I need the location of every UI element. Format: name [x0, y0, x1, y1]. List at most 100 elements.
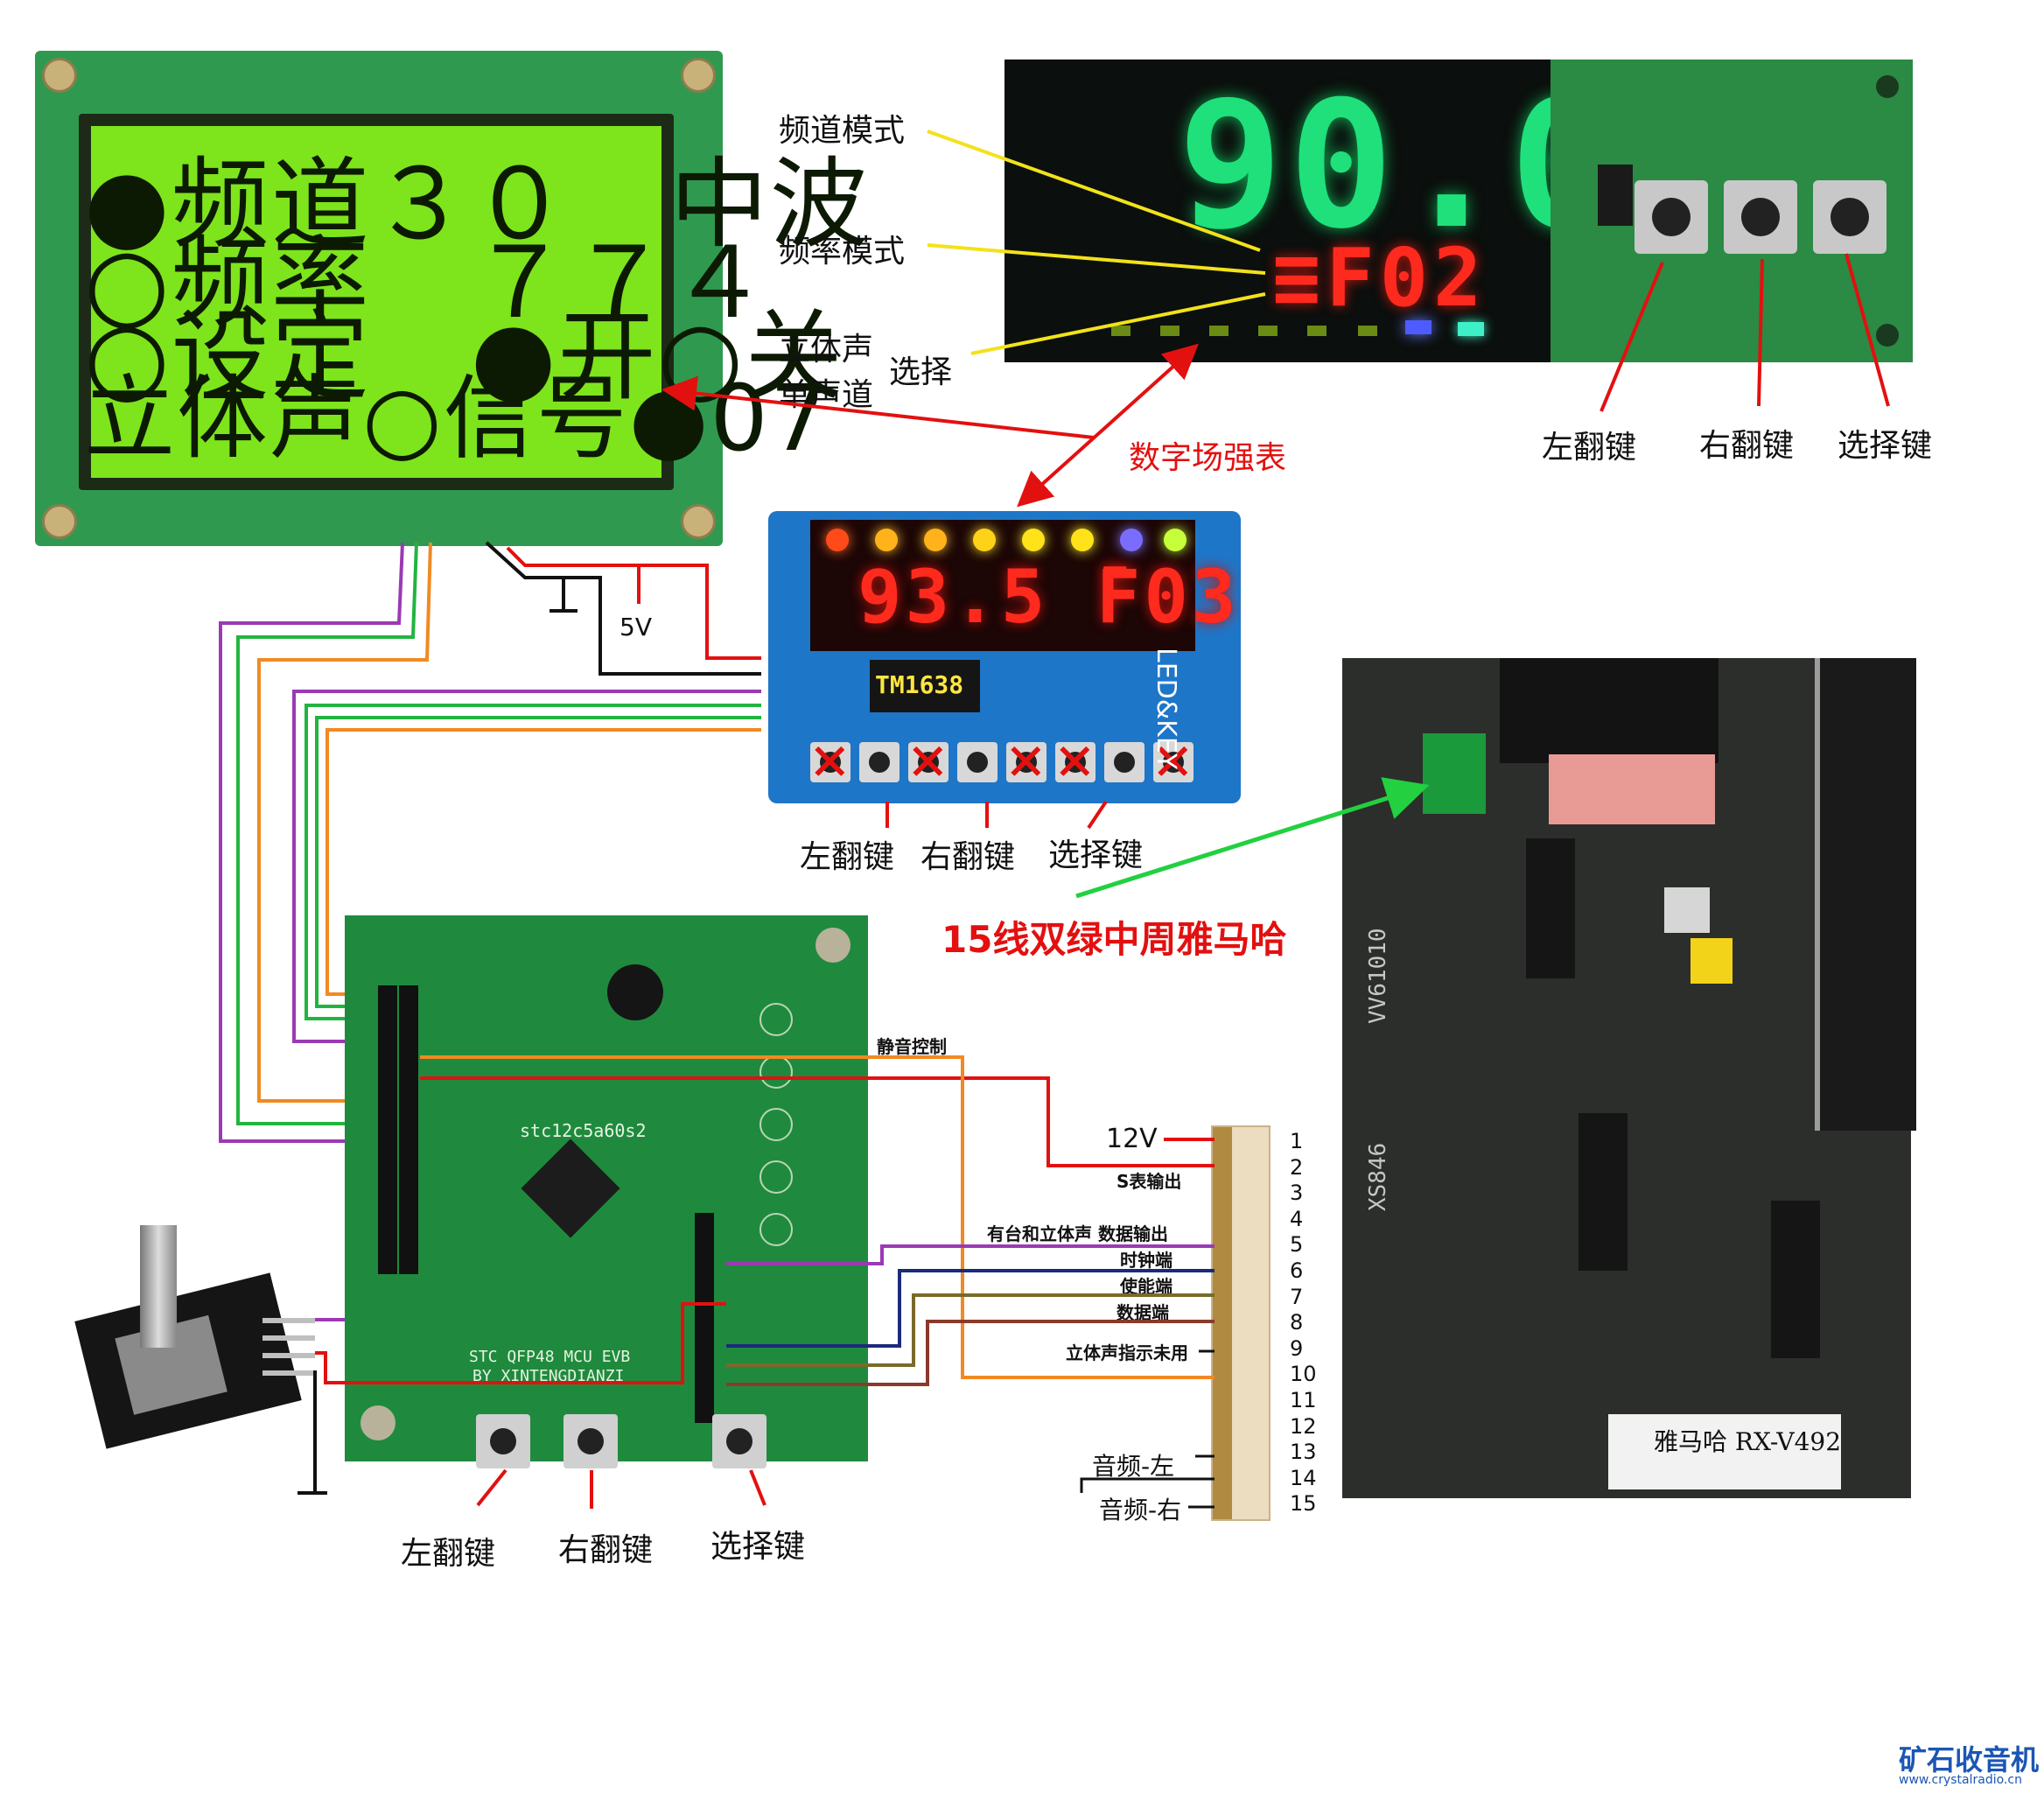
- mcu-key-s1[interactable]: [476, 1414, 530, 1468]
- connector-pin-number: 5: [1290, 1232, 1304, 1258]
- wire-encoder-red: [315, 1302, 726, 1384]
- lcd-mount-hole: [681, 58, 716, 93]
- tm1638-chip-label: TM1638: [875, 670, 964, 699]
- wire-brown-data: [726, 1320, 1214, 1386]
- mcu-header-p1: [399, 985, 418, 1274]
- tm-pointer-select: [1087, 800, 1108, 830]
- mcu-label-left: 左翻键: [401, 1536, 496, 1572]
- pointer-left: [1600, 262, 1664, 412]
- tactile-switch-select[interactable]: [1813, 180, 1886, 254]
- disabled-cross: ✕: [906, 732, 949, 792]
- tuner-model-label: 雅马哈 RX-V492: [1654, 1427, 1842, 1456]
- top-button-label-right: 右翻键: [1699, 428, 1795, 464]
- connector-pin-number: 14: [1290, 1465, 1317, 1490]
- wire-audio-gnd: [1080, 1477, 1214, 1493]
- pink-terminal: [1549, 754, 1715, 824]
- connector-pin-number: 8: [1290, 1310, 1304, 1335]
- callout-line-frequency: [927, 243, 1266, 275]
- label-frequency-mode: 频率模式: [779, 234, 906, 270]
- connector-pin-number: 4: [1290, 1206, 1304, 1231]
- disabled-cross: ✕: [1004, 732, 1047, 792]
- pcb-hole: [1876, 75, 1899, 98]
- pcb-chip: [1598, 165, 1633, 226]
- mount-screw: [816, 928, 850, 963]
- tactile-switch-left[interactable]: [1634, 180, 1708, 254]
- connector-pin-number: 10: [1290, 1362, 1317, 1387]
- wire-olive-enable: [726, 1293, 1214, 1367]
- meter-arrow-bidirectional: [1017, 343, 1199, 508]
- key-cap: [967, 752, 988, 773]
- lcd-line-2: ○频率 ７７４: [84, 227, 770, 340]
- tuner-model-plate: [1608, 1414, 1841, 1489]
- encoder-pin: [262, 1353, 315, 1358]
- connector-pin-number: 7: [1290, 1284, 1304, 1309]
- ic-chip: [1526, 838, 1575, 978]
- tactile-switch-right[interactable]: [1724, 180, 1797, 254]
- tm1638-key-s3[interactable]: ✕: [906, 737, 949, 788]
- pcb-hole: [1876, 324, 1899, 347]
- tm1638-key-s1[interactable]: ✕: [808, 737, 851, 788]
- top-button-label-select: 选择键: [1838, 428, 1933, 464]
- tm1638-key-s8[interactable]: ✕: [1152, 737, 1194, 788]
- wire-purple-1: [219, 542, 404, 1143]
- tm1638-board: ✕ ✕ ✕ ✕ ✕: [768, 511, 1241, 803]
- buzzer: [607, 964, 663, 1020]
- tm1638-button-row: ✕ ✕ ✕ ✕ ✕: [808, 737, 1222, 795]
- key-cap: [490, 1428, 516, 1454]
- wire-black-gnd: [485, 541, 761, 676]
- tm1638-key-s7[interactable]: [1104, 742, 1144, 782]
- green-terminal: [1423, 733, 1486, 814]
- key-cap: [578, 1428, 604, 1454]
- indicator-led: [1358, 326, 1377, 336]
- mcu-footer-1: STC QFP48 MCU EVB: [469, 1348, 631, 1366]
- indicator-led-cyan: [1458, 322, 1484, 336]
- pin9-label: 立体声指示未用: [1066, 1342, 1188, 1363]
- frequency-readout: 90.0: [1178, 64, 1620, 268]
- connector-pin-number: 1: [1290, 1129, 1304, 1153]
- connector-pin-number: 9: [1290, 1335, 1304, 1361]
- mcu-key-s2[interactable]: [564, 1414, 618, 1468]
- led-display-panel: 90.0 ≡F02: [1004, 60, 1615, 362]
- encoder-pins: [262, 1318, 315, 1379]
- switch-cap: [1741, 198, 1780, 236]
- connector-pin-number: 2: [1290, 1154, 1304, 1180]
- connector-pin-number: 6: [1290, 1258, 1304, 1283]
- mcu-label-right: 右翻键: [558, 1532, 654, 1568]
- mcu-footer-2: BY XINTENGDIANZI: [472, 1367, 625, 1385]
- top-button-pcb: [1550, 60, 1913, 362]
- connector-pin-number: 11: [1290, 1388, 1317, 1412]
- mount-screw: [360, 1405, 396, 1440]
- green-led: [1164, 529, 1186, 551]
- mcu-key-s3[interactable]: [712, 1414, 766, 1468]
- tm1638-led-row: [821, 522, 1188, 557]
- tm1638-key-s4[interactable]: [957, 742, 998, 782]
- wire-purple-data: [726, 1244, 1214, 1265]
- indicator-led: [1307, 326, 1326, 336]
- disabled-cross: ✕: [1152, 732, 1194, 792]
- pin2-label: S表输出: [1116, 1171, 1182, 1192]
- watermark-url: www.crystalradio.cn: [1899, 1773, 2022, 1787]
- ic-chip: [1578, 1113, 1628, 1271]
- connector-pin-number: 12: [1290, 1413, 1317, 1439]
- indicator-led: [1258, 326, 1278, 336]
- tm1638-key-s2[interactable]: [859, 742, 900, 782]
- pin4-label: 有台和立体声 数据输出: [987, 1223, 1168, 1244]
- wire-green-1: [236, 542, 418, 1125]
- wire-green-3: [315, 716, 761, 1008]
- tm1638-key-s6[interactable]: ✕: [1054, 737, 1096, 788]
- led-pad: [760, 1003, 793, 1036]
- red-led: [1022, 529, 1045, 551]
- key-cap: [1163, 752, 1184, 773]
- label-select: 选择: [889, 354, 953, 390]
- tm1638-key-s5[interactable]: ✕: [1004, 737, 1047, 788]
- pin15-label: 音频-右: [1099, 1496, 1182, 1524]
- led-pad: [760, 1108, 793, 1141]
- tuner-board: [1342, 658, 1916, 1498]
- encoder-shaft: [140, 1225, 177, 1348]
- pin1-label: 12V: [1106, 1124, 1158, 1154]
- wire-orange-mute: [420, 1055, 1214, 1379]
- callout-line-select: [970, 292, 1266, 355]
- watermark-title: 矿石收音机: [1899, 1743, 2040, 1776]
- ic-chip: [1771, 1201, 1820, 1358]
- mcu-header-p2: [695, 1213, 714, 1423]
